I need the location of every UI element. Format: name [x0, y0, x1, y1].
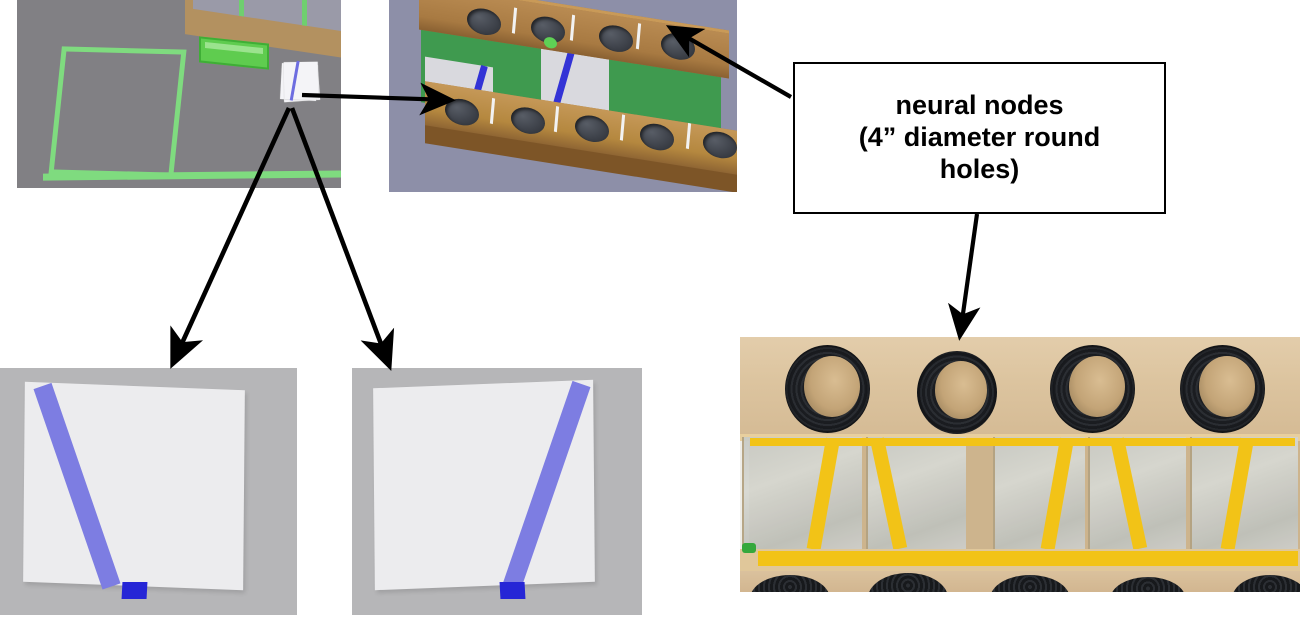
- cad-sheet-detail-left[interactable]: [0, 368, 297, 615]
- callout-text: neural nodes (4” diameter round holes): [849, 90, 1111, 186]
- acrylic-panel: [742, 437, 862, 553]
- callout-line-3: holes): [939, 153, 1020, 184]
- floor-zone-outline: [48, 46, 187, 178]
- cad-wall-perspective[interactable]: [389, 0, 737, 192]
- sheet-stack-object: [279, 60, 323, 105]
- neural-node-duct: [917, 351, 997, 434]
- cad-floorplan-overview[interactable]: [17, 0, 341, 188]
- green-marker: [742, 543, 756, 553]
- neural-node-duct: [1180, 345, 1265, 433]
- tape-strip-horizontal: [750, 438, 1295, 446]
- callout-line-1: neural nodes: [895, 90, 1064, 121]
- stripe-base-block: [499, 582, 526, 599]
- neural-node-duct: [990, 575, 1070, 592]
- tape-strip-base: [758, 551, 1298, 566]
- callout-line-2: (4” diameter round: [858, 122, 1101, 153]
- callout-box[interactable]: neural nodes (4” diameter round holes): [793, 62, 1166, 214]
- neural-node-duct: [750, 575, 830, 592]
- arrow-callout-to-photo: [947, 213, 981, 341]
- stripe-base-block: [121, 582, 148, 599]
- neural-node-duct: [1110, 577, 1186, 592]
- cad-sheet-detail-right[interactable]: [352, 368, 642, 615]
- neural-node-duct: [868, 573, 948, 592]
- neural-node-duct: [785, 345, 870, 433]
- neural-node-duct: [1050, 345, 1135, 433]
- built-prototype-photograph[interactable]: [740, 337, 1300, 592]
- neural-node-duct: [1232, 575, 1300, 592]
